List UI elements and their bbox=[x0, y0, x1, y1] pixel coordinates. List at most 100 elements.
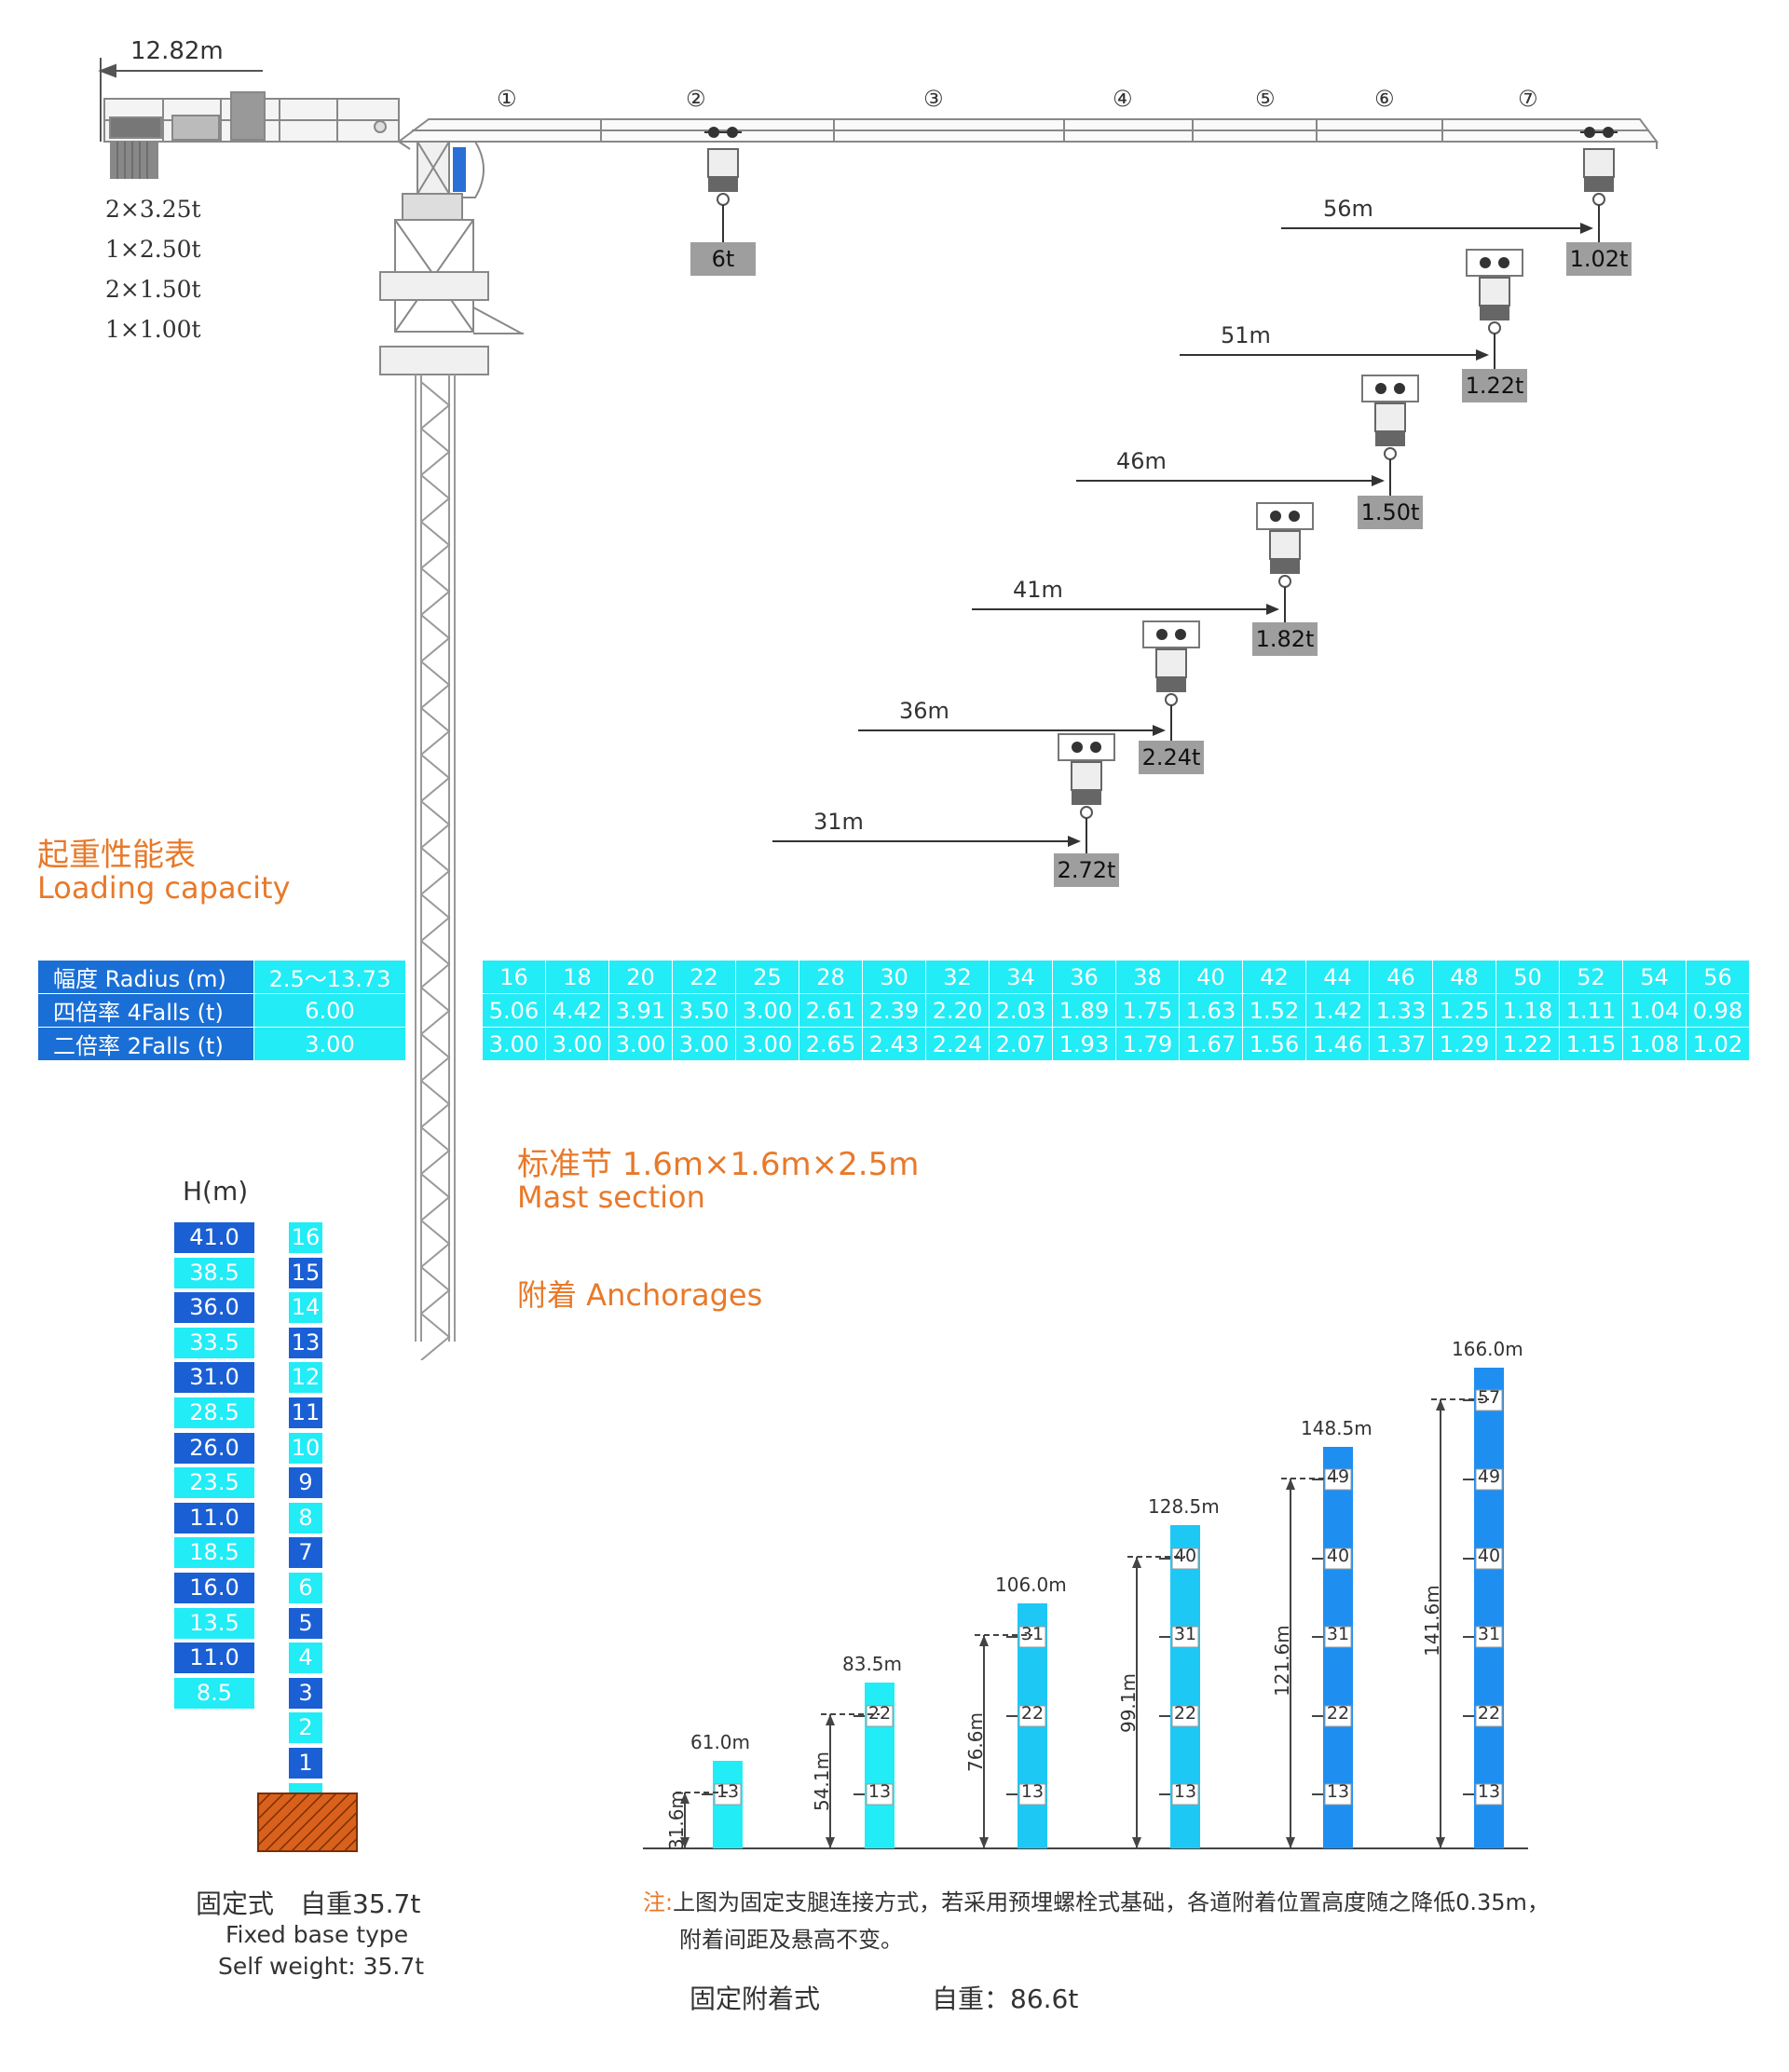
capacity-title-cn: 起重性能表 bbox=[37, 837, 196, 874]
capacity-cell: 56 bbox=[1686, 960, 1750, 994]
capacity-cell: 1.42 bbox=[1305, 993, 1370, 1028]
section-cell: 12 bbox=[289, 1362, 322, 1394]
anchor-mark: 13 bbox=[1326, 1781, 1350, 1802]
note-prefix: 注: bbox=[643, 1889, 674, 1915]
trolley bbox=[1466, 249, 1523, 277]
capacity-cell: 1.67 bbox=[1179, 1027, 1243, 1061]
load-box: 2.72t bbox=[1054, 853, 1119, 887]
section-cell: 16 bbox=[289, 1222, 322, 1253]
capacity-cell: 1.75 bbox=[1115, 993, 1180, 1028]
load-box: 1.50t bbox=[1358, 496, 1423, 529]
free-height-label: 141.6m bbox=[1421, 1585, 1443, 1656]
load-box: 1.02t bbox=[1566, 242, 1632, 276]
fixed-base-en1: Fixed base type bbox=[225, 1921, 409, 1948]
height-cell: 11.0 bbox=[174, 1643, 254, 1674]
section-cell: 2 bbox=[289, 1712, 322, 1744]
hook-block bbox=[704, 127, 742, 206]
anchor-mark: 13 bbox=[1477, 1781, 1501, 1802]
capacity-cell: 52 bbox=[1559, 960, 1623, 994]
anchor-mark: 13 bbox=[716, 1781, 740, 1802]
anchor-mark: 13 bbox=[1020, 1781, 1045, 1802]
anchor-mark: 40 bbox=[1173, 1546, 1197, 1566]
section-cell: 14 bbox=[289, 1292, 322, 1324]
anchor-mark: 13 bbox=[1173, 1781, 1197, 1802]
capacity-cell: 1.56 bbox=[1242, 1027, 1306, 1061]
jib-section-marker: ⑦ bbox=[1518, 86, 1538, 112]
operator-cab bbox=[446, 141, 485, 198]
fixed-base-cn: 固定式 自重35.7t bbox=[196, 1888, 421, 1919]
height-cell: 33.5 bbox=[174, 1327, 254, 1358]
capacity-cell: 54 bbox=[1622, 960, 1687, 994]
capacity-cell: 1.93 bbox=[1052, 1027, 1116, 1061]
radius-label: 51m bbox=[1221, 322, 1271, 348]
anchor-top-height: 106.0m bbox=[995, 1574, 1067, 1596]
radius-label: 46m bbox=[1116, 448, 1167, 474]
anchor-top-height: 128.5m bbox=[1148, 1495, 1220, 1518]
capacity-cell: 1.22 bbox=[1495, 1027, 1560, 1061]
height-cell: 28.5 bbox=[174, 1397, 254, 1428]
row-header-4falls: 四倍率 4Falls (t) bbox=[37, 993, 254, 1028]
capacity-cell: 3.50 bbox=[672, 993, 736, 1028]
capacity-cell: 3.00 bbox=[735, 993, 799, 1028]
note-text1: 上图为固定支腿连接方式，若采用预埋螺栓式基础，各道附着位置高度随之降低0.35m… bbox=[673, 1889, 1550, 1915]
anchor-footer-cn: 固定附着式 bbox=[690, 1983, 821, 2014]
capacity-cell: 1.04 bbox=[1622, 993, 1687, 1028]
anchor-footer-weight: 自重：86.6t bbox=[932, 1983, 1079, 2014]
counter-jib-dimension bbox=[98, 58, 263, 142]
jib-section-marker: ④ bbox=[1113, 86, 1133, 112]
capacity-cell: 48 bbox=[1432, 960, 1496, 994]
capacity-cell: 1.02 bbox=[1686, 1027, 1750, 1061]
capacity-cell: 2.20 bbox=[925, 993, 990, 1028]
anchor-mark: 31 bbox=[1326, 1624, 1350, 1644]
jib-section-marker: ⑥ bbox=[1374, 86, 1395, 112]
capacity-cell: 3.00 bbox=[608, 1027, 673, 1061]
capacity-cell: 1.18 bbox=[1495, 993, 1560, 1028]
cell-2falls-first: 3.00 bbox=[253, 1027, 406, 1061]
anchor-mark: 40 bbox=[1477, 1546, 1501, 1566]
counterweight-blocks bbox=[110, 142, 158, 179]
capacity-cell: 34 bbox=[989, 960, 1053, 994]
capacity-cell: 1.46 bbox=[1305, 1027, 1370, 1061]
capacity-cell: 1.11 bbox=[1559, 993, 1623, 1028]
counterweight-item: 1×1.00t bbox=[105, 316, 201, 343]
hook-block bbox=[1580, 127, 1618, 206]
anchor-mark: 22 bbox=[867, 1703, 892, 1724]
capacity-cell: 2.65 bbox=[799, 1027, 863, 1061]
section-cell: 5 bbox=[289, 1607, 322, 1639]
anchor-mark: 22 bbox=[1326, 1703, 1350, 1724]
trolley bbox=[1142, 620, 1200, 648]
note-line1: 注:上图为固定支腿连接方式，若采用预埋螺栓式基础，各道附着位置高度随之降低0.3… bbox=[643, 1884, 1550, 1916]
capacity-cell: 3.00 bbox=[672, 1027, 736, 1061]
capacity-cell: 2.07 bbox=[989, 1027, 1053, 1061]
row-header-radius: 幅度 Radius (m) bbox=[37, 960, 254, 994]
load-box: 1.82t bbox=[1252, 622, 1318, 656]
capacity-cell: 2.24 bbox=[925, 1027, 990, 1061]
anchor-mark: 13 bbox=[867, 1781, 892, 1802]
anchor-mark: 22 bbox=[1477, 1703, 1501, 1724]
anchor-mark: 31 bbox=[1173, 1624, 1197, 1644]
hook-block bbox=[1058, 733, 1115, 819]
hook-block bbox=[1256, 502, 1314, 588]
row-header-2falls: 二倍率 2Falls (t) bbox=[37, 1027, 254, 1061]
capacity-cell: 1.08 bbox=[1622, 1027, 1687, 1061]
capacity-cell: 3.91 bbox=[608, 993, 673, 1028]
capacity-cell: 38 bbox=[1115, 960, 1180, 994]
counter-jib bbox=[103, 91, 400, 143]
height-label: H(m) bbox=[183, 1176, 249, 1206]
capacity-cell: 1.63 bbox=[1179, 993, 1243, 1028]
cell-radius-first: 2.5～13.73 bbox=[253, 960, 406, 994]
counterweight-item: 2×1.50t bbox=[105, 276, 201, 303]
capacity-cell: 30 bbox=[862, 960, 926, 994]
section-cell: 4 bbox=[289, 1643, 322, 1674]
height-cell: 38.5 bbox=[174, 1257, 254, 1288]
height-cell: 26.0 bbox=[174, 1432, 254, 1464]
height-cell: 13.5 bbox=[174, 1607, 254, 1639]
height-cell: 16.0 bbox=[174, 1573, 254, 1603]
height-cell: 18.5 bbox=[174, 1537, 254, 1569]
anchor-mark: 57 bbox=[1477, 1387, 1501, 1408]
mast-section-cn: 标准节 1.6m×1.6m×2.5m bbox=[517, 1146, 920, 1183]
cell-4falls-first: 6.00 bbox=[253, 993, 406, 1028]
